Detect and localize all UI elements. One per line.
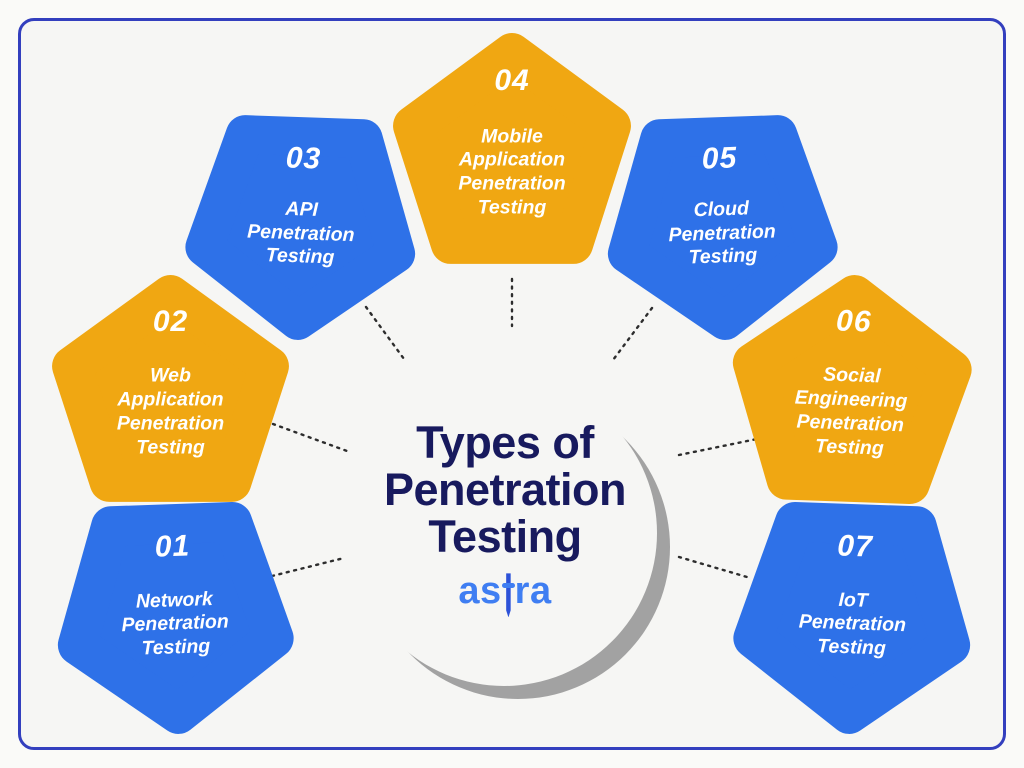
pentagon-shape-icon [57,502,294,734]
pentagon-05-cloud-penetration-testing: 05 Cloud Penetration Testing [604,115,840,344]
pentagon-label: Cloud Penetration Testing [668,197,777,269]
pentagon-04-mobile-application-penetration-testing: 04 Mobile Application Penetration Testin… [393,32,631,264]
pentagon-shape-icon [52,274,289,502]
astra-logo-prefix: as [458,570,502,613]
pentagon-shape-icon [733,502,971,734]
pentagon-number: 04 [494,64,530,98]
pentagon-02-web-application-penetration-testing: 02 Web Application Penetration Testing [52,274,289,502]
astra-logo-t-icon [501,573,515,611]
pentagon-07-iot-penetration-testing: 07 IoT Penetration Testing [731,502,974,738]
pentagon-shape-icon [185,115,416,340]
diagram-title: Types of Penetration Testing [383,417,627,562]
astra-logo-suffix: ra [514,570,552,613]
pentagon-01-network-penetration-testing: 01 Network Penetration Testing [54,502,296,738]
pentagon-06-social-engineering-penetration-testing: 06 Social Engineering Penetration Testin… [729,271,974,504]
pentagon-shape-icon [607,115,838,340]
pentagon-label: Network Penetration Testing [121,587,230,660]
pentagon-label: IoT Penetration Testing [798,588,907,660]
pentagon-label: Social Engineering Penetration Testing [794,363,908,460]
pentagon-label: Mobile Application Penetration Testing [458,125,566,219]
pentagon-shape-icon [393,32,631,264]
pentagon-shape-icon [732,275,972,504]
pentagon-number: 02 [152,305,189,339]
pentagon-label: Web Application Penetration Testing [116,364,225,459]
pentagon-03-api-penetration-testing: 03 API Penetration Testing [183,115,419,344]
pentagon-label: API Penetration Testing [246,197,355,269]
